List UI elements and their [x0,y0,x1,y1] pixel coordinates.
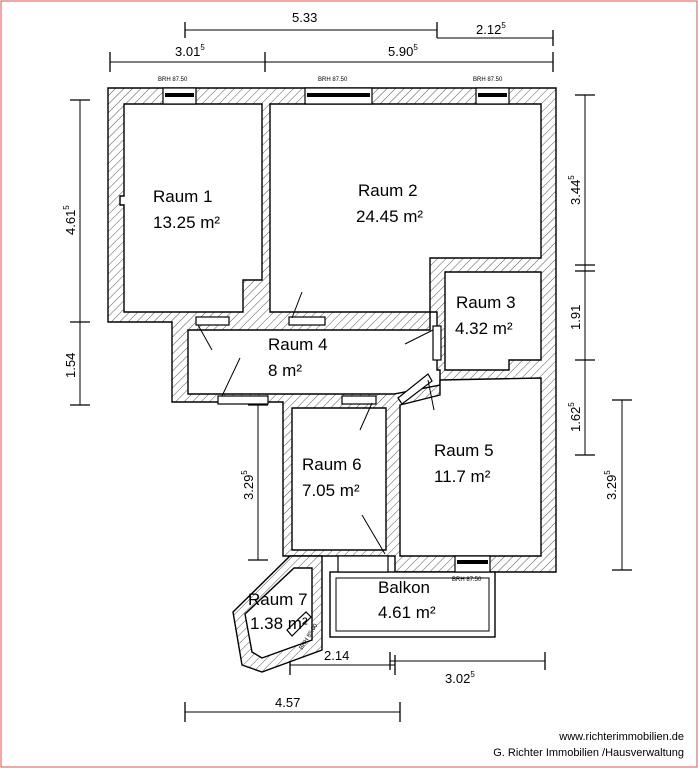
walls [107,87,557,673]
room-3-name: Raum 3 [456,293,516,312]
dim-bottom-1: 2.14 [324,648,349,663]
dim-top-left: 3.015 [175,43,205,59]
window-label-1: BRH 87.50 [158,77,188,83]
room-7-name: Raum 7 [248,590,308,609]
windows [162,87,510,573]
dimension-lines [70,22,632,722]
dim-top-mid: 5.905 [388,43,418,59]
dim-right-4: 3.295 [603,470,619,500]
window-label-4: BRH 87.50 [452,577,482,583]
room-5-name: Raum 5 [434,441,494,460]
dim-top-total: 5.33 [292,10,317,25]
dim-right-1: 3.445 [567,175,583,205]
room-4-area: 8 m² [268,361,302,380]
dim-top-right: 2.125 [476,21,506,37]
room-2-area: 24.45 m² [356,207,423,226]
dim-bottom-2: 3.025 [445,670,475,686]
room-1-area: 13.25 m² [153,213,220,232]
room-6-area: 7.05 m² [302,481,360,500]
credit-website: www.richterimmobilien.de [558,731,684,743]
window-label-3: BRH 87.50 [473,77,503,83]
room-2-name: Raum 2 [358,181,418,200]
doors [195,291,442,637]
balkon-name: Balkon [378,578,430,597]
balkon-area: 4.61 m² [378,603,436,622]
dim-right-3: 1.625 [567,402,583,432]
window-label-2: BRH 87.50 [318,77,348,83]
dim-inner-left: 3.295 [240,470,256,500]
dim-left-lower: 1.54 [63,353,78,378]
room-7-area: 1.38 m² [250,614,308,633]
credit-company: G. Richter Immobilien /Hausverwaltung [493,747,684,759]
dim-right-2: 1.91 [568,305,583,330]
dim-bottom-total: 4.57 [275,695,300,710]
dim-left-upper: 4.615 [62,205,78,235]
room-3-area: 4.32 m² [455,319,513,338]
room-5-area: 11.7 m² [434,467,491,486]
room-1-name: Raum 1 [153,187,213,206]
room-4-name: Raum 4 [268,335,328,354]
room-6-name: Raum 6 [302,455,362,474]
